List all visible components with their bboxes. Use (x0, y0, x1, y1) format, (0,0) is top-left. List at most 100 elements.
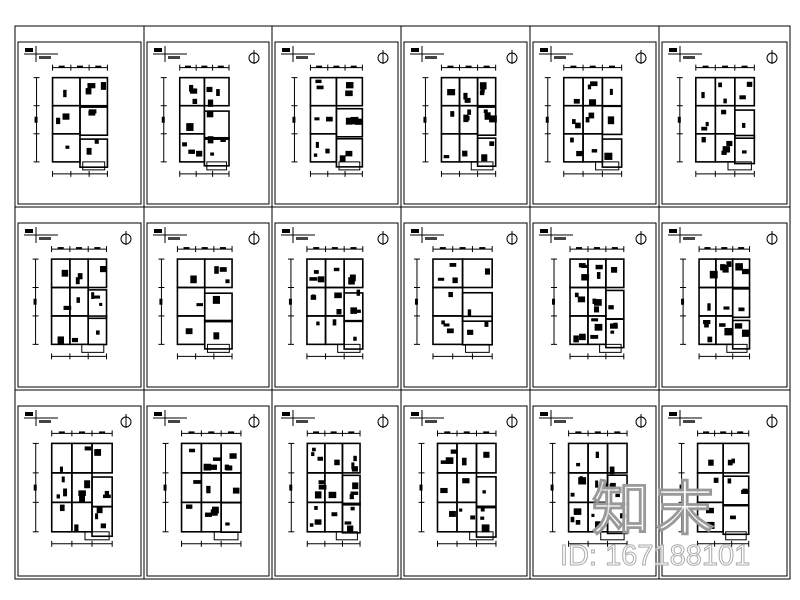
furniture (211, 506, 219, 514)
scale-mark (168, 237, 180, 240)
dimension-label (704, 247, 711, 250)
panel-frame (17, 41, 142, 205)
furniture (100, 523, 107, 529)
dimension-label (545, 116, 549, 123)
furniture (594, 299, 602, 306)
room (436, 472, 458, 504)
room (605, 318, 625, 349)
floor-plan (158, 246, 233, 360)
room (91, 476, 113, 508)
furniture (723, 306, 730, 310)
dimension-label (589, 65, 596, 68)
scale-mark (425, 56, 437, 59)
furniture (347, 525, 354, 532)
furniture (210, 152, 215, 156)
title-mark (25, 412, 33, 416)
room (203, 292, 233, 323)
balcony (600, 531, 625, 541)
balcony (469, 531, 494, 541)
room (476, 137, 497, 168)
dimension-label (738, 247, 745, 250)
furniture (316, 321, 320, 326)
room (734, 76, 756, 107)
furniture (705, 121, 709, 127)
furniture (730, 515, 736, 520)
furniture (608, 305, 614, 310)
dimension-label (444, 431, 451, 434)
furniture (206, 86, 213, 93)
floor-plan-panel (529, 206, 660, 391)
floor-plan-panel (658, 206, 791, 391)
balcony (465, 343, 490, 353)
furniture (722, 146, 731, 153)
furniture (331, 512, 338, 517)
furniture (206, 110, 214, 118)
furniture (315, 79, 322, 84)
floor-plan-panel (143, 206, 273, 391)
floor-plan-panel (400, 25, 531, 208)
room (306, 315, 327, 346)
furniture (85, 88, 92, 95)
panel-frame (274, 222, 399, 388)
panel-frame (532, 41, 657, 205)
room (601, 138, 623, 168)
furniture (481, 154, 488, 162)
furniture (484, 268, 491, 275)
furniture (356, 309, 361, 313)
room (567, 442, 589, 474)
title-mark (25, 48, 33, 52)
furniture (88, 109, 97, 114)
floor-plan (422, 64, 497, 177)
scale-mark (683, 420, 695, 423)
furniture (61, 269, 69, 277)
room (458, 133, 479, 163)
room (734, 134, 756, 165)
title-mark (154, 412, 162, 416)
room (606, 503, 628, 535)
furniture (94, 449, 102, 456)
furniture (63, 89, 67, 98)
dimension-label (741, 65, 748, 68)
furniture (701, 126, 708, 131)
dimension-label (184, 65, 191, 68)
scale-mark (554, 237, 566, 240)
dimension-label (414, 298, 418, 305)
furniture (87, 83, 96, 89)
furniture (443, 155, 450, 159)
furniture (219, 267, 227, 272)
room (476, 76, 497, 107)
dimension-label (58, 431, 65, 434)
room (309, 76, 338, 107)
furniture (570, 516, 575, 523)
floor-plan (551, 246, 625, 360)
dimension-label (34, 116, 38, 123)
room (180, 472, 203, 504)
room (87, 258, 108, 289)
dimension-label (350, 65, 357, 68)
dimension-label (163, 484, 167, 491)
dimension-label (575, 431, 582, 434)
furniture (746, 81, 753, 87)
floor-plan (418, 430, 497, 547)
furniture (484, 112, 491, 120)
furniture (609, 323, 618, 329)
furniture (481, 524, 490, 533)
furniture (590, 334, 599, 339)
furniture (79, 495, 85, 503)
scale-mark (425, 420, 437, 423)
dimension-label (679, 484, 683, 491)
furniture (437, 277, 445, 281)
room (432, 258, 464, 289)
furniture (742, 122, 746, 128)
furniture (196, 150, 203, 157)
furniture (604, 152, 613, 160)
furniture (577, 296, 586, 303)
balcony (213, 531, 239, 541)
furniture (721, 109, 727, 115)
dimension-label (439, 247, 446, 250)
furniture (619, 513, 627, 519)
furniture (581, 264, 589, 268)
room (180, 442, 203, 474)
furniture (575, 519, 581, 525)
furniture (75, 277, 80, 285)
